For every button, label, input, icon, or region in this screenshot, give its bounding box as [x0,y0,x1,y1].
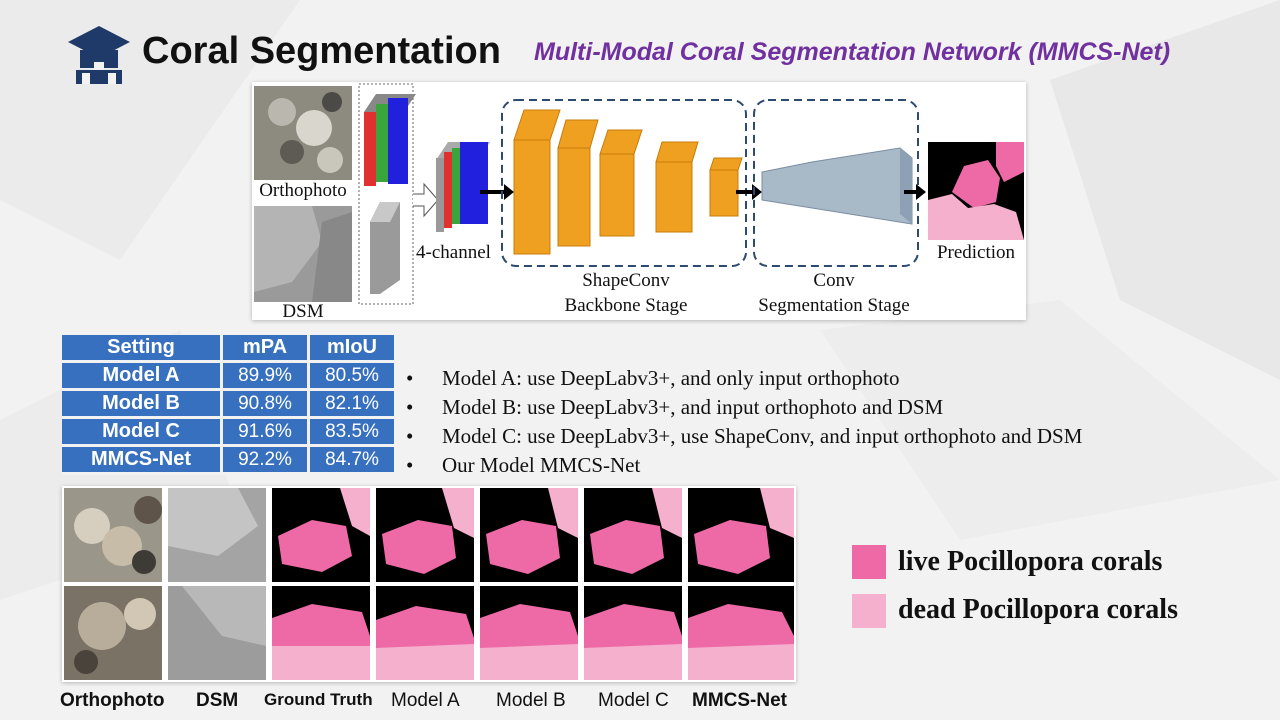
column-label-orthophoto: Orthophoto [60,690,165,711]
setting-cell: Model A [62,363,223,391]
architecture-diagram: Orthophoto DSM 4-channel ShapeConv Backb… [252,82,1026,322]
comparison-grid [62,486,796,682]
column-header: Setting [62,335,223,363]
conv-label-line2: Segmentation Stage [758,295,910,316]
dsm-sample [168,488,266,680]
orthophoto-sample [64,488,162,680]
legend-swatch-live [852,545,886,579]
table-row: Model B 90.8% 82.1% [62,391,397,419]
page-title: Coral Segmentation [142,30,501,72]
legend-label-live: live Pocillopora corals [898,546,1163,577]
mpa-cell: 89.9% [223,363,310,391]
column-label-dsm: DSM [196,690,239,711]
list-item: •Model A: use DeepLabv3+, and only input… [406,366,900,390]
miou-cell: 82.1% [310,391,397,419]
table-row: Model C 91.6% 83.5% [62,419,397,447]
table-header-row: Setting mPA mIoU [62,335,397,363]
dsm-label: DSM [282,301,324,322]
column-header: mIoU [310,335,397,363]
segmentation-panels [272,488,794,680]
four-channel-stack [436,142,490,232]
miou-cell: 80.5% [310,363,397,391]
setting-cell: Model B [62,391,223,419]
miou-cell: 83.5% [310,419,397,447]
setting-cell: Model C [62,419,223,447]
mpa-cell: 90.8% [223,391,310,419]
orthophoto-thumbnail [254,86,352,180]
rgb-channels [364,94,416,186]
orthophoto-label: Orthophoto [259,180,347,201]
model-description-list: •Model A: use DeepLabv3+, and only input… [406,365,1082,481]
table-row: Model A 89.9% 80.5% [62,363,397,391]
column-label-model-c: Model C [598,690,669,711]
mpa-cell: 91.6% [223,419,310,447]
column-header: mPA [223,335,310,363]
prediction-thumbnail [928,142,1024,240]
backbone-label-line2: Backbone Stage [564,295,688,316]
backbone-blocks [513,109,743,255]
legend-swatch-dead [852,594,886,628]
list-item: •Model C: use DeepLabv3+, use ShapeConv,… [406,424,1083,448]
results-table: Setting mPA mIoU Model A 89.9% 80.5% Mod… [62,335,397,475]
column-label-model-a: Model A [391,690,460,711]
mpa-cell: 92.2% [223,447,310,475]
backbone-label-line1: ShapeConv [582,270,670,291]
conv-label-line1: Conv [813,270,855,291]
page-subtitle: Multi-Modal Coral Segmentation Network (… [534,38,1171,66]
graduation-cap-icon [68,26,130,84]
miou-cell: 84.7% [310,447,397,475]
column-label-mmcs-net: MMCS-Net [692,690,787,711]
legend-label-dead: dead Pocillopora corals [898,594,1178,625]
four-channel-label: 4-channel [416,242,491,263]
list-item: •Our Model MMCS-Net [406,453,641,477]
column-label-ground-truth: Ground Truth [264,690,373,709]
list-item: •Model B: use DeepLabv3+, and input orth… [406,395,944,419]
setting-cell: MMCS-Net [62,447,223,475]
prediction-label: Prediction [936,242,1016,263]
table-row: MMCS-Net 92.2% 84.7% [62,447,397,475]
column-label-model-b: Model B [496,690,566,711]
dsm-thumbnail [254,206,352,302]
